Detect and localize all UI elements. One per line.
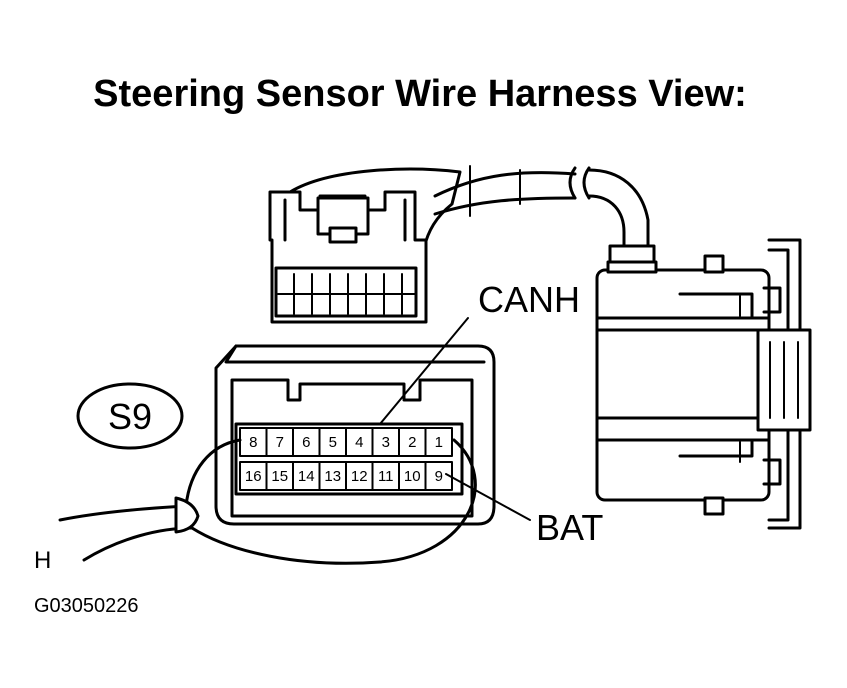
callout-canh: CANH: [379, 279, 580, 425]
pin-number: 15: [271, 468, 288, 485]
pin-number: 2: [408, 434, 416, 451]
harness-letter: H: [34, 547, 51, 574]
pin-number: 4: [355, 434, 363, 451]
figure-code: G03050226: [34, 595, 139, 617]
diagram-title: Steering Sensor Wire Harness View:: [93, 73, 747, 115]
pin-number: 9: [435, 468, 443, 485]
pin-number: 7: [276, 434, 284, 451]
harness-wires: [58, 438, 477, 565]
pin-number: 10: [404, 468, 421, 485]
pin-number: 13: [324, 468, 341, 485]
pin-number: 1: [435, 434, 443, 451]
steering-sensor-body: [595, 238, 812, 530]
pin-number: 14: [298, 468, 315, 485]
pin-number: 12: [351, 468, 368, 485]
pin-grid: 8 7 6 5 4 3 2 1 16 15 14 13 12 11 10 9: [239, 427, 453, 491]
callout-bat: BAT: [445, 473, 603, 548]
pin-number: 5: [329, 434, 337, 451]
pin-number: 8: [249, 434, 257, 451]
pin-number: 11: [378, 468, 394, 485]
pin-number: 6: [302, 434, 310, 451]
pin-number: 3: [382, 434, 390, 451]
pin-cell: [424, 461, 453, 491]
connector-id-tag: S9: [76, 382, 184, 450]
bat-label: BAT: [536, 507, 603, 548]
sensor-cable: [433, 165, 658, 274]
connector-id-label: S9: [108, 396, 152, 437]
canh-label: CANH: [478, 279, 580, 320]
mating-connector: [268, 167, 462, 324]
pin-cell: [424, 427, 453, 457]
pin-number: 16: [245, 468, 262, 485]
